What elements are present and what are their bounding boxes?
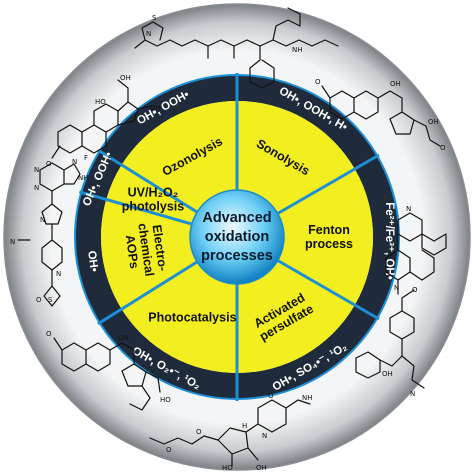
molecule-right-fused-ring: N N bbox=[385, 205, 447, 295]
center-title-line-3: processes bbox=[201, 248, 273, 264]
molecule-bottom-right-amine: O N OH bbox=[355, 286, 425, 398]
mol-label: O bbox=[440, 144, 446, 152]
mol-label: N bbox=[146, 30, 151, 38]
species-ring-sector-fenton bbox=[354, 156, 399, 318]
mol-label: N bbox=[40, 216, 45, 224]
mol-label: O bbox=[36, 296, 42, 304]
species-ring-sector-sonolysis bbox=[237, 75, 378, 169]
mol-label: OH bbox=[428, 118, 439, 126]
mol-label: N bbox=[72, 158, 77, 166]
mol-label: HO bbox=[222, 464, 233, 472]
method-label-line: Photocatalysis bbox=[148, 310, 236, 324]
method-wedges bbox=[100, 101, 373, 373]
mol-label: N bbox=[262, 432, 267, 440]
method-label-line: Fenton bbox=[308, 223, 350, 237]
mol-label: NH bbox=[302, 394, 313, 402]
species-ring bbox=[74, 75, 399, 399]
mol-label: HO bbox=[95, 98, 106, 106]
molecule-steroid-bottom-left: O OH HO bbox=[46, 330, 171, 411]
mol-label: OH bbox=[390, 80, 401, 88]
mol-label: OH bbox=[120, 74, 131, 82]
divider-line bbox=[276, 259, 380, 321]
wedge-fenton bbox=[275, 169, 373, 305]
method-label-photocatalysis: Photocatalysis bbox=[148, 310, 236, 324]
mol-label: O bbox=[315, 78, 321, 86]
center-circle bbox=[189, 189, 285, 285]
mol-label: N bbox=[34, 184, 39, 192]
mol-label: O bbox=[46, 330, 52, 338]
method-label-line: UV/H₂O₂ bbox=[128, 186, 179, 200]
species-ring-outline bbox=[74, 74, 400, 400]
method-label-line: process bbox=[305, 237, 353, 251]
mol-label: O bbox=[166, 446, 172, 454]
mol-label: F bbox=[108, 154, 112, 162]
species-label-electrochemical: OH• bbox=[85, 250, 100, 273]
mol-label: OH bbox=[382, 370, 393, 378]
mol-label: O bbox=[46, 160, 52, 168]
mol-label: N bbox=[410, 390, 415, 398]
wedge-persulfate bbox=[237, 259, 355, 373]
molecule-left-heterocycle: N N N NH N N N O S bbox=[10, 158, 89, 307]
divider-line bbox=[97, 148, 198, 214]
mol-label: O bbox=[196, 428, 202, 436]
center-title-line-2: oxidation bbox=[205, 229, 269, 245]
mol-label: N bbox=[10, 238, 15, 246]
wedge-sonolysis bbox=[237, 101, 355, 215]
species-label-fenton: Fe²⁺/Fe³⁺, OH• bbox=[383, 202, 395, 280]
mol-label: NH bbox=[78, 174, 89, 182]
species-ring-sector-photocatalysis bbox=[99, 309, 237, 399]
mol-label: N bbox=[34, 166, 39, 174]
molecule-steroid-top-left: HO OH O F F OH bbox=[46, 74, 161, 168]
divider-line bbox=[276, 153, 380, 215]
divider-line bbox=[78, 190, 193, 226]
mol-label: OH bbox=[118, 334, 129, 342]
method-label-electrochemical: Electro-chemicalAOPs bbox=[121, 220, 170, 279]
mol-label: S bbox=[48, 296, 53, 304]
wedge-photocatalysis bbox=[121, 260, 237, 373]
mol-label: N bbox=[394, 284, 399, 292]
mol-label: OH bbox=[256, 464, 267, 472]
divider-line bbox=[97, 260, 198, 326]
wedge-electrochemical bbox=[100, 199, 199, 310]
method-label-line: photolysis bbox=[122, 200, 185, 214]
mol-label: N bbox=[56, 270, 61, 278]
mol-label: N bbox=[406, 205, 411, 213]
species-ring-sector-ozonolysis bbox=[99, 75, 237, 165]
species-ring-sector-electrochemical bbox=[74, 192, 122, 323]
molecule-steroid-top-right: O OH OH O bbox=[315, 78, 446, 152]
species-ring-sector-uvh2o2 bbox=[81, 151, 122, 200]
mol-label: F bbox=[84, 154, 88, 162]
wedge-ozonolysis bbox=[121, 101, 237, 214]
mol-label: OH bbox=[150, 104, 161, 112]
center-title-line-1: Advanced bbox=[202, 210, 271, 226]
molecule-peptide-top: N S NH bbox=[134, 7, 339, 89]
wedge-uvh2o2 bbox=[106, 164, 199, 225]
mol-label: H bbox=[242, 422, 247, 430]
species-ring-sector-persulfate bbox=[237, 305, 378, 399]
mol-label: NH bbox=[292, 46, 303, 54]
mol-label: HO bbox=[160, 396, 171, 404]
divider-lines bbox=[74, 73, 400, 401]
mol-label: O bbox=[412, 286, 418, 294]
mol-label: S bbox=[152, 14, 157, 22]
method-label-line: AOPs bbox=[123, 234, 142, 270]
molecule-bottom-nucleoside: O N NH HO OH H O O bbox=[149, 392, 313, 472]
method-label-line: Electro- bbox=[150, 224, 170, 272]
mol-label: O bbox=[268, 392, 274, 400]
